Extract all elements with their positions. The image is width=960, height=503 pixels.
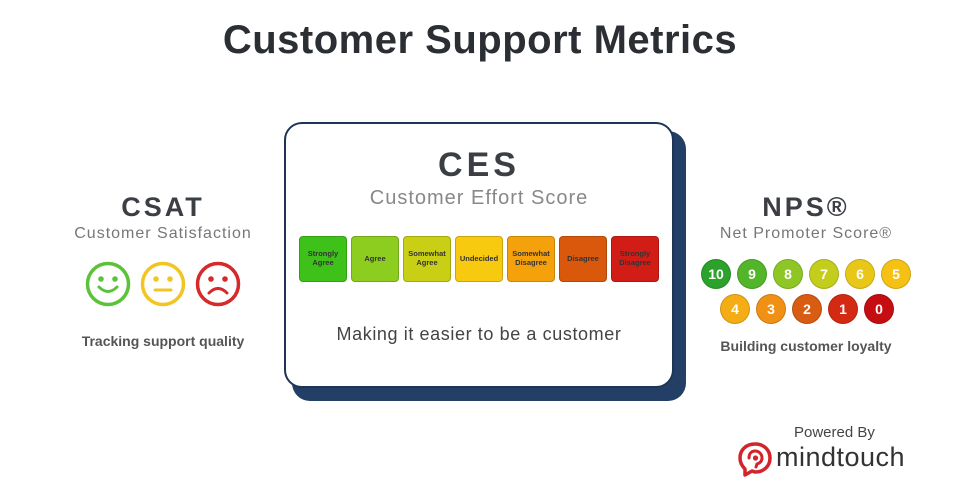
nps-score: 10 <box>701 259 731 289</box>
csat-subtitle: Customer Satisfaction <box>74 225 252 242</box>
ces-option: Strongly Agree <box>299 236 347 282</box>
mindtouch-logo-icon <box>736 440 774 483</box>
nps-scale: 10 9 8 7 6 5 4 3 2 1 0 <box>694 259 918 324</box>
brand-name: mindtouch <box>776 442 906 472</box>
nps-row-bottom: 4 3 2 1 0 <box>694 294 918 324</box>
nps-score: 6 <box>845 259 875 289</box>
ces-option: Somewhat Disagree <box>507 236 555 282</box>
csat-heading: CSAT <box>121 192 205 222</box>
ces-option: Strongly Disagree <box>611 236 659 282</box>
brand: Powered By mindtouch <box>736 424 936 484</box>
csat-section: CSAT Customer Satisfaction <box>58 192 268 349</box>
nps-score: 8 <box>773 259 803 289</box>
ces-subtitle: Customer Effort Score <box>369 187 589 209</box>
happy-face-icon <box>85 261 131 307</box>
ces-tagline: Making it easier to be a customer <box>336 324 622 344</box>
nps-score: 5 <box>881 259 911 289</box>
nps-heading: NPS® <box>762 192 850 222</box>
page-title: Customer Support Metrics <box>222 18 738 62</box>
ces-card: CES Customer Effort Score Strongly Agree… <box>284 122 674 388</box>
nps-score: 7 <box>809 259 839 289</box>
neutral-face-icon <box>140 261 186 307</box>
ces-option: Somewhat Agree <box>403 236 451 282</box>
nps-score: 1 <box>828 294 858 324</box>
ces-scale: Strongly Agree Agree Somewhat Agree Unde… <box>286 236 672 282</box>
nps-subtitle: Net Promoter Score® <box>719 225 893 242</box>
powered-by-label: Powered By <box>794 424 875 441</box>
csat-tagline: Tracking support quality <box>81 333 245 349</box>
nps-score: 3 <box>756 294 786 324</box>
nps-section: NPS® Net Promoter Score® 10 9 8 7 6 5 4 … <box>694 192 918 354</box>
nps-score: 9 <box>737 259 767 289</box>
nps-score: 0 <box>864 294 894 324</box>
csat-faces <box>58 261 268 307</box>
nps-row-top: 10 9 8 7 6 5 <box>694 259 918 289</box>
ces-option: Disagree <box>559 236 607 282</box>
nps-score: 4 <box>720 294 750 324</box>
nps-score: 2 <box>792 294 822 324</box>
nps-tagline: Building customer loyalty <box>720 338 892 354</box>
sad-face-icon <box>195 261 241 307</box>
ces-option: Undecided <box>455 236 503 282</box>
ces-heading: CES <box>438 146 520 184</box>
ces-option: Agree <box>351 236 399 282</box>
